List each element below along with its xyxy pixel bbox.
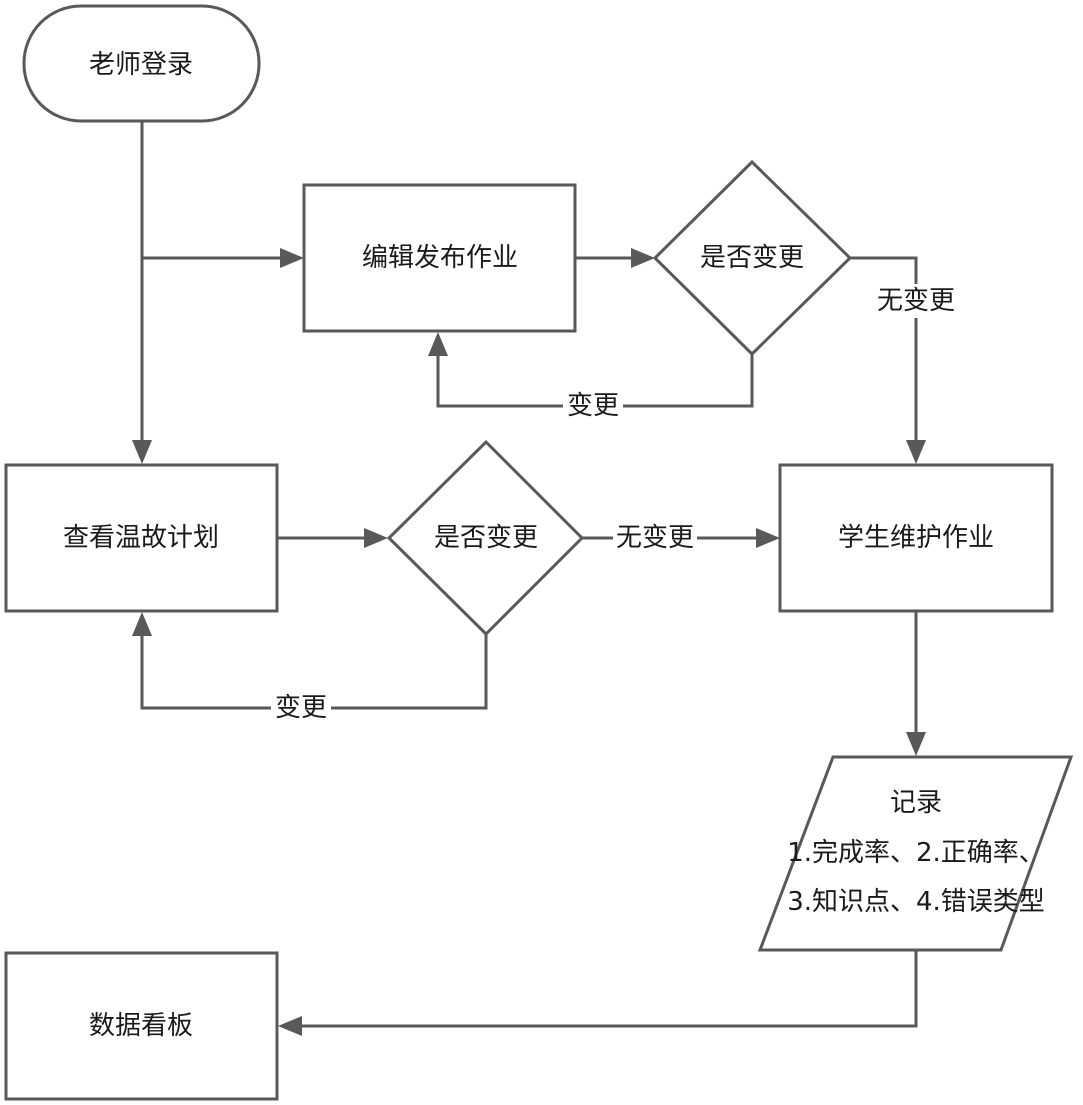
node-dashboard-label: 数据看板 — [89, 1011, 193, 1041]
arrowhead-decision-middle — [364, 528, 388, 548]
arrowhead-dashboard — [278, 1016, 302, 1036]
edge-label-middle-no-change: 无变更 — [613, 521, 697, 555]
node-record-line1: 1.完成率、2.正确率、 — [787, 838, 1045, 868]
edge-top-no-change — [850, 256, 918, 442]
edge-label-middle-no-change-text: 无变更 — [616, 523, 694, 553]
edge-label-top-change-text: 变更 — [567, 391, 619, 421]
arrowhead-decision-top — [631, 248, 655, 268]
node-review-plan-label: 查看温故计划 — [63, 523, 219, 553]
node-record-line2: 3.知识点、4.错误类型 — [787, 887, 1045, 917]
arrowhead-record — [906, 732, 926, 756]
node-decision-top: 是否变更 — [652, 159, 853, 357]
node-start: 老师登录 — [22, 4, 261, 123]
edge-label-middle-change: 变更 — [271, 691, 331, 725]
arrowhead-edit-return — [428, 332, 448, 356]
edge-label-top-no-change-text: 无变更 — [877, 286, 955, 316]
arrowhead-student-from-top — [906, 440, 926, 464]
edge-label-top-no-change: 无变更 — [874, 284, 958, 318]
node-student-maintain-label: 学生维护作业 — [838, 523, 994, 553]
arrowhead-edit — [280, 248, 304, 268]
arrowhead-review — [132, 440, 152, 464]
edge-record-to-dashboard — [300, 950, 918, 1028]
node-decision-top-label: 是否变更 — [700, 243, 804, 273]
node-dashboard: 数据看板 — [4, 951, 279, 1101]
node-record-title: 记录 — [890, 788, 942, 818]
arrowhead-review-return — [132, 612, 152, 636]
node-edit-publish-label: 编辑发布作业 — [362, 243, 518, 273]
node-review-plan: 查看温故计划 — [4, 463, 279, 613]
node-record: 记录 1.完成率、2.正确率、 3.知识点、4.错误类型 — [757, 755, 1074, 952]
edge-label-middle-change-text: 变更 — [275, 693, 327, 723]
edge-label-top-change: 变更 — [563, 389, 623, 423]
node-start-label: 老师登录 — [89, 50, 193, 80]
node-decision-middle-label: 是否变更 — [434, 523, 538, 553]
node-student-maintain: 学生维护作业 — [778, 463, 1054, 613]
arrowhead-student-from-middle — [756, 528, 780, 548]
node-edit-publish: 编辑发布作业 — [302, 183, 577, 333]
node-decision-middle: 是否变更 — [386, 439, 585, 637]
